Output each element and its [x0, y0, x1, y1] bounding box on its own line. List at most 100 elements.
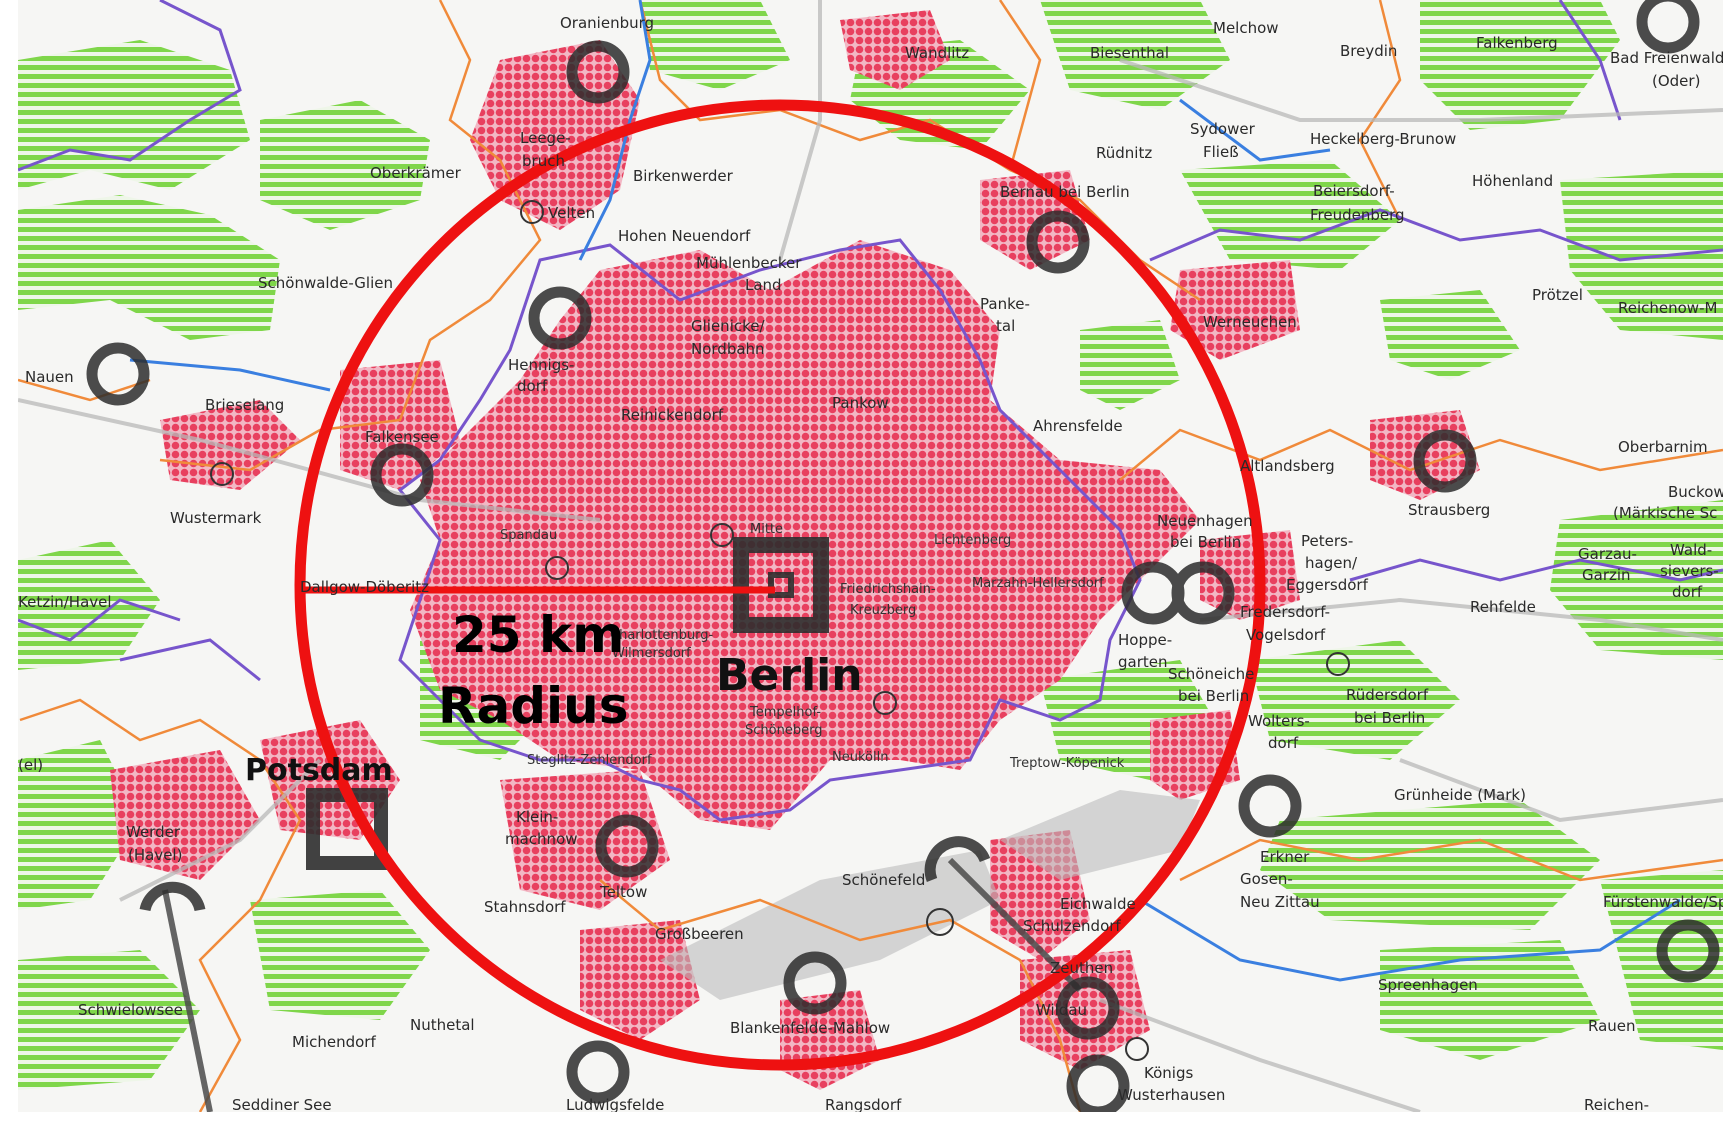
berlin-centre-square — [733, 537, 829, 633]
settlement-area — [340, 360, 460, 490]
place-label-petershagen2: hagen/ — [1305, 554, 1358, 572]
place-label-nauen: Nauen — [25, 368, 74, 386]
settlement-area — [580, 920, 700, 1040]
anchor-icon — [1326, 652, 1350, 676]
place-label-gosen2: Neu Zittau — [1240, 893, 1320, 911]
forest-area — [1260, 800, 1600, 930]
centre-symbol-blankenfelde — [783, 951, 847, 1015]
settlement-area — [260, 720, 400, 840]
centre-symbol-ludwigsfelde — [566, 1040, 630, 1104]
anchor-icon — [210, 462, 234, 486]
forest-area — [1560, 170, 1723, 340]
place-label-wildau: Wildau — [1036, 1001, 1087, 1019]
centre-symbol-teltow — [595, 814, 659, 878]
place-label-waldsieversdorf3: dorf — [1672, 583, 1703, 601]
place-label-sydower1: Sydower — [1190, 120, 1256, 138]
forest-area — [250, 890, 430, 1020]
river — [1139, 898, 1681, 982]
place-label-hoppegarten2: garten — [1118, 653, 1168, 671]
place-label-waldsieversdorf1: Wald- — [1670, 541, 1712, 559]
settlement-areas — [110, 10, 1480, 1090]
place-label-grossbeeren: Großbeeren — [655, 925, 744, 943]
place-label-eichwalde: Eichwalde — [1060, 895, 1136, 913]
place-label-oder: (Oder) — [1652, 72, 1700, 90]
district-border — [1149, 208, 1723, 262]
district-border — [18, 0, 242, 172]
airport-zone — [1000, 790, 1200, 880]
place-label-fredersdorf1: Fredersdorf- — [1240, 603, 1330, 621]
place-label-woltersdorf2: dorf — [1268, 734, 1299, 752]
place-label-strausberg: Strausberg — [1408, 501, 1490, 519]
forest-area — [1250, 640, 1460, 760]
settlement-berlin — [410, 240, 1200, 830]
roads — [18, 0, 1723, 1112]
place-label-friedrichshain2: Kreuzberg — [850, 603, 916, 618]
berlin-region-map: Oranienburg Wandlitz Biesenthal Melchow … — [18, 0, 1723, 1112]
place-label-neuenhagen2: bei Berlin — [1170, 533, 1241, 551]
place-label-kleinmachnow2: machnow — [505, 830, 578, 848]
place-label-koenigs2: Wusterhausen — [1118, 1086, 1225, 1104]
highway-line — [947, 857, 1083, 993]
place-label-schoenefeld: Schönefeld — [842, 871, 925, 889]
centre-symbol-schoenefeld — [924, 836, 991, 882]
place-label-falkensee: Falkensee — [365, 428, 439, 446]
place-label-reinickendorf: Reinickendorf — [621, 406, 724, 424]
centre-symbol-strausberg — [1413, 429, 1477, 493]
place-label-buckow2: (Märkische Sc — [1613, 504, 1717, 522]
place-label-kleinmachnow1: Klein- — [516, 808, 558, 826]
place-labels: Oranienburg Wandlitz Biesenthal Melchow … — [18, 14, 1723, 1112]
place-label-fredersdorf2: Vogelsdorf — [1246, 626, 1326, 644]
place-label-falkenberg: Falkenberg — [1476, 34, 1558, 52]
place-label-oranienburg: Oranienburg — [560, 14, 654, 32]
place-label-glienicke2: Nordbahn — [691, 340, 765, 358]
forest-area — [18, 540, 160, 670]
place-label-werder1: Werder — [126, 823, 181, 841]
district-border — [1349, 558, 1723, 582]
settlement-area — [1170, 260, 1300, 360]
place-label-lichtenberg: Lichtenberg — [934, 533, 1011, 548]
place-label-schoeneiche1: Schöneiche — [1168, 665, 1254, 683]
place-label-badfreienwalde: Bad Freienwalde — [1610, 49, 1723, 67]
place-label-breydin: Breydin — [1340, 42, 1397, 60]
forest-area — [1420, 0, 1620, 130]
forest-area — [1180, 160, 1400, 270]
place-label-dallgow: Dallgow-Döberitz — [300, 578, 429, 596]
place-label-bernau: Bernau bei Berlin — [1000, 183, 1130, 201]
place-label-buckow1: Buckow — [1668, 483, 1723, 501]
settlement-area — [840, 10, 950, 90]
pictograms — [210, 200, 1350, 1061]
centre-symbol-koenigs-wusterhausen — [1066, 1054, 1130, 1112]
radius-distance-label: 25 km — [452, 606, 624, 664]
place-label-ketzin: Ketzin/Havel — [18, 593, 112, 611]
forest-area — [640, 0, 790, 90]
forest-area — [260, 100, 430, 230]
place-label-proetzel: Prötzel — [1532, 286, 1583, 304]
forest-area — [1380, 940, 1600, 1060]
place-label-reichen: Reichen- — [1584, 1096, 1649, 1112]
place-label-reichenow: Reichenow-M — [1618, 299, 1717, 317]
place-label-steglitz: Steglitz-Zehlendorf — [527, 753, 652, 768]
place-label-panketal2: tal — [996, 317, 1015, 335]
district-border — [1558, 0, 1622, 121]
centre-symbol-werder — [139, 881, 206, 912]
place-label-pankow: Pankow — [832, 394, 889, 412]
place-label-altlandsberg: Altlandsberg — [1240, 457, 1335, 475]
road — [119, 758, 322, 902]
place-label-gosen1: Gosen- — [1240, 870, 1293, 888]
radius-circle — [294, 99, 1266, 1071]
place-label-schoeneiche2: bei Berlin — [1178, 687, 1249, 705]
centre-symbol-falkensee — [370, 443, 434, 507]
forest-area — [1080, 320, 1180, 410]
place-label-rangsdorf: Rangsdorf — [825, 1096, 902, 1112]
forest-area — [1380, 290, 1520, 380]
place-label-leegebruch1: Leege- — [520, 129, 571, 147]
berlin-label: Berlin — [716, 650, 863, 701]
place-label-blankenfelde: Blankenfelde-Mahlow — [730, 1019, 890, 1037]
place-label-ahrensfelde: Ahrensfelde — [1033, 417, 1123, 435]
county-border — [159, 0, 542, 472]
place-label-leegebruch2: bruch — [522, 152, 565, 170]
place-label-spandau: Spandau — [500, 528, 557, 543]
place-label-beiersdorf2: Freudenberg — [1310, 206, 1405, 224]
county-border — [599, 879, 1082, 1112]
